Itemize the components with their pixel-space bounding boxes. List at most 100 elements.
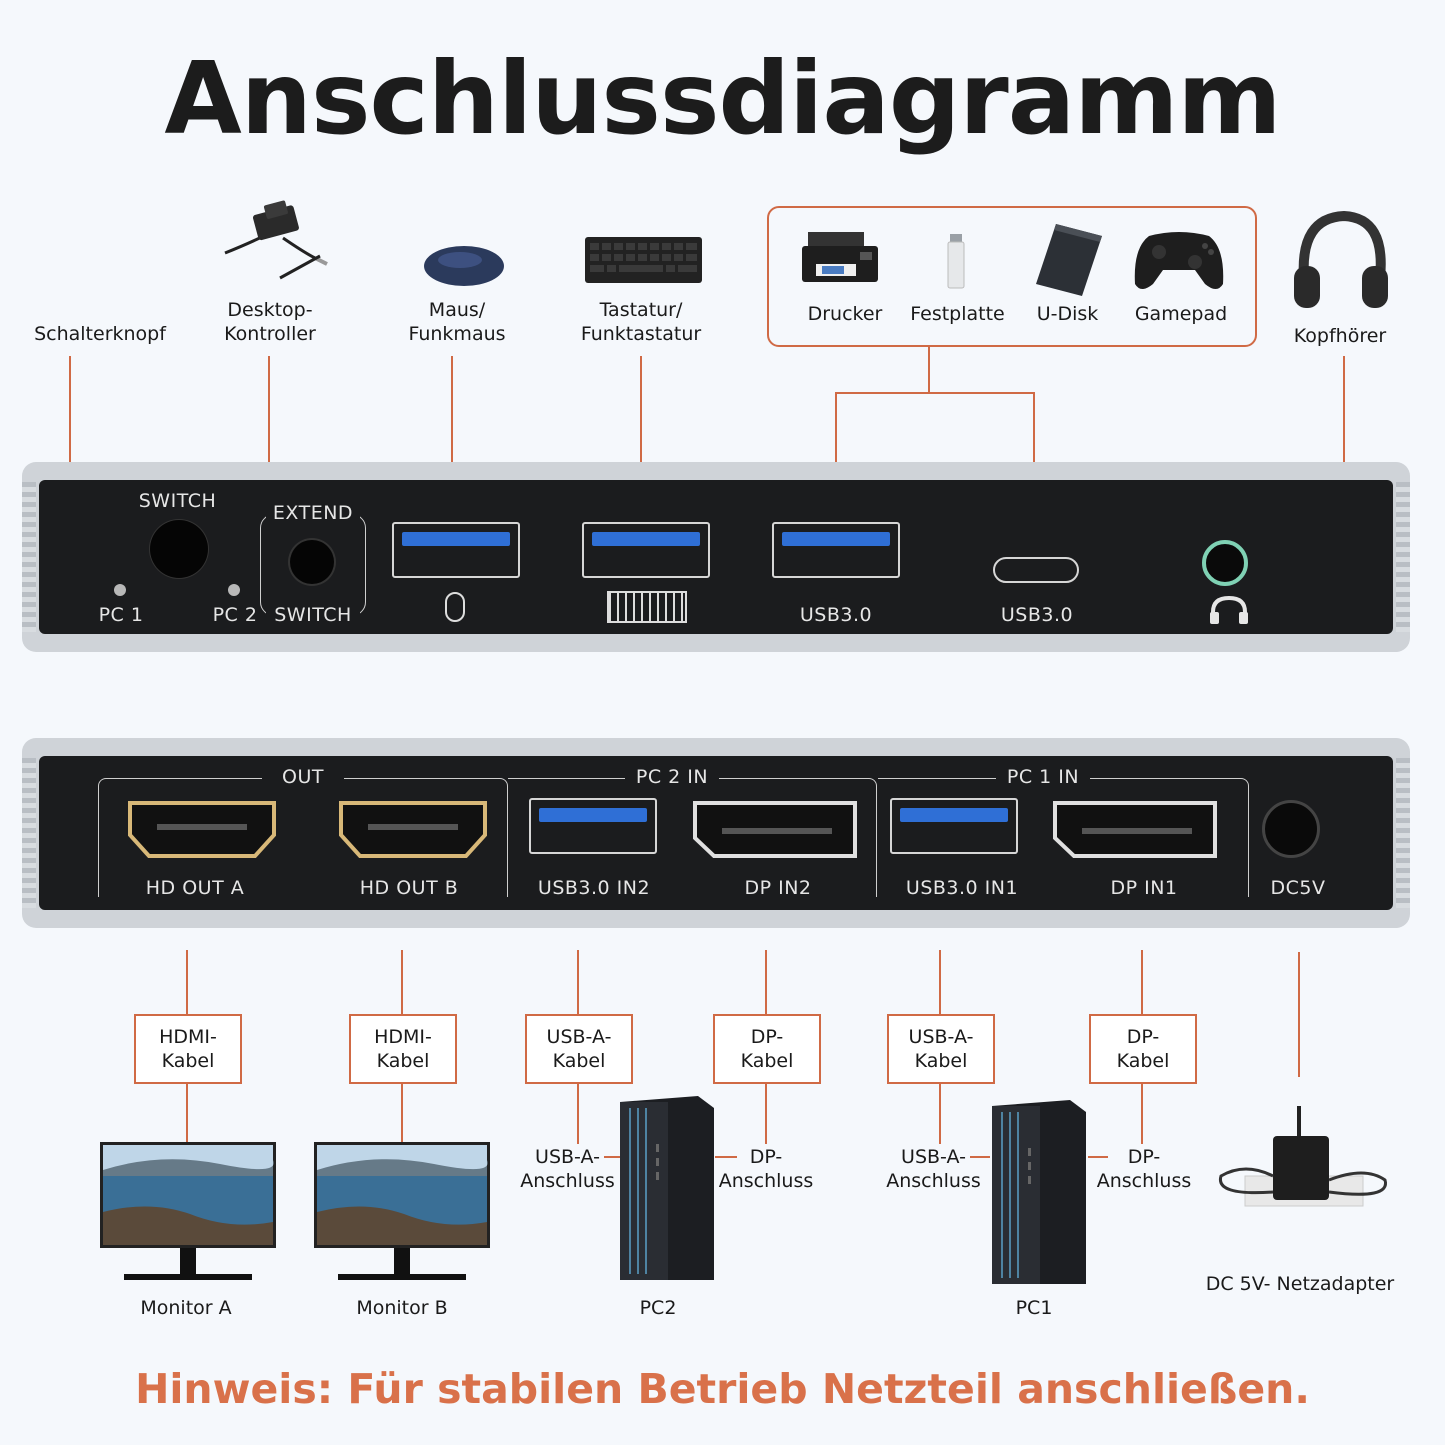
cable-usba-2: USB-A- Kabel [525,1014,633,1084]
line-dp-2 [765,950,767,1016]
line-usba-1 [939,950,941,1016]
pc2-label: PC2 [639,1297,677,1319]
line-usba-2 [577,950,579,1016]
hd-out-b-label: HD OUT B [359,877,459,899]
out-label: OUT [262,766,344,788]
mouse-port-icon [445,592,465,622]
pc1-led [114,584,126,596]
pc2-label: PC 2 [212,604,258,626]
pc1-usb-port-label: USB-A- Anschluss [886,1146,981,1192]
hd-out-a-label: HD OUT A [145,877,245,899]
hdmi-port-a[interactable] [127,800,277,860]
usb-tongue [900,808,1008,822]
label-hdd: Festplatte [910,303,1005,325]
extend-switch-label: SWITCH [266,604,360,626]
cable-hdmi-b: HDMI- Kabel [349,1014,457,1084]
line-usba-2-h [604,1156,620,1158]
usb-port-mouse[interactable] [392,522,520,578]
page-title: Anschlussdiagramm [164,40,1281,157]
switch-button[interactable] [150,520,208,578]
usb-in2-port[interactable] [529,798,657,854]
pc1-in-label: PC 1 IN [996,766,1090,788]
usb-tongue [539,808,647,822]
udisk-icon [1036,224,1102,296]
dp-in2-port[interactable] [692,800,858,860]
label-switch-button: Schalterknopf [34,323,166,345]
usb-in1-label: USB3.0 IN1 [905,877,1019,899]
pc2-dp-port-label: DP- Anschluss [718,1146,814,1192]
back-fins-right [1396,758,1410,908]
hint-note: Hinweis: Für stabilen Betrieb Netzteil a… [135,1365,1310,1413]
line-dp-1-h [1088,1156,1108,1158]
line-usba [835,392,837,524]
line-dp-1-b [1141,1082,1143,1144]
back-fins-left [22,758,36,908]
printer-icon [802,232,878,282]
line-dp-2-b [765,1082,767,1144]
cable-hdmi-a: HDMI- Kabel [134,1014,242,1084]
usb-c-port[interactable] [993,557,1079,583]
line-mouse [451,356,453,524]
line-dp-1 [1141,950,1143,1016]
label-desktop-controller: Desktop- Kontroller [224,299,316,345]
monitor-a-icon [100,1142,276,1280]
line-headphones [1343,356,1345,564]
usb-in1-port[interactable] [890,798,1018,854]
cable-dp-2: DP- Kabel [713,1014,821,1084]
dp-in2-label: DP IN2 [744,877,812,899]
kvm-front [22,462,1410,652]
pc1-tower-icon [992,1100,1086,1284]
line-group-h [835,392,1035,394]
cable-usba-1: USB-A- Kabel [887,1014,995,1084]
keyboard-icon [585,237,702,283]
usb-a-label: USB3.0 [799,604,873,626]
pc1-label: PC1 [1015,1297,1053,1319]
line-controller [268,356,270,564]
usb-tongue [402,532,510,546]
pc1-label: PC 1 [98,604,144,626]
label-udisk: U-Disk [1036,303,1099,325]
line-hdmi-b-2 [401,1082,403,1144]
usb-port-keyboard[interactable] [582,522,710,578]
switch-label: SWITCH [138,490,217,512]
extend-jack[interactable] [290,540,334,584]
monitor-b-icon [314,1142,490,1280]
front-fins-left [22,482,36,632]
line-dp-2-h [715,1156,737,1158]
line-hdmi-b [401,950,403,1016]
usb-devices-group [767,206,1257,347]
usb-in2-label: USB3.0 IN2 [537,877,651,899]
line-hdmi-a-2 [186,1082,188,1144]
line-usba-1-h [970,1156,990,1158]
dp-in1-port[interactable] [1052,800,1218,860]
line-hdmi-a [186,950,188,1016]
label-keyboard: Tastatur/ Funktastatur [580,299,702,345]
line-switch [69,356,71,550]
dc5v-port[interactable] [1262,800,1320,858]
label-headphones: Kopfhörer [1293,325,1387,347]
line-group [928,345,930,393]
pc2-tower-icon [620,1096,714,1280]
extend-label: EXTEND [266,502,360,524]
monitor-b-label: Monitor B [356,1297,448,1319]
desktop-controller-icon [224,200,328,280]
front-fins-right [1396,482,1410,632]
usb-tongue [782,532,890,546]
cable-dp-1: DP- Kabel [1089,1014,1197,1084]
usb-c-label: USB3.0 [1000,604,1074,626]
usb-port-usb3[interactable] [772,522,900,578]
pc2-usb-port-label: USB-A- Anschluss [520,1146,615,1192]
dc5v-label: DC5V [1270,877,1326,899]
line-usba-1-b [939,1082,941,1144]
power-adapter-icon [1218,1106,1387,1207]
monitor-a-label: Monitor A [140,1297,232,1319]
audio-jack[interactable] [1202,540,1248,586]
pc2-led [228,584,240,596]
label-mouse: Maus/ Funkmaus [408,299,506,345]
headphones-icon [1294,210,1388,308]
adapter-label: DC 5V- Netzadapter [1205,1273,1395,1295]
hdmi-port-b[interactable] [338,800,488,860]
pc2-in-label: PC 2 IN [625,766,719,788]
dp-in1-label: DP IN1 [1110,877,1178,899]
keyboard-port-icon [607,591,687,623]
